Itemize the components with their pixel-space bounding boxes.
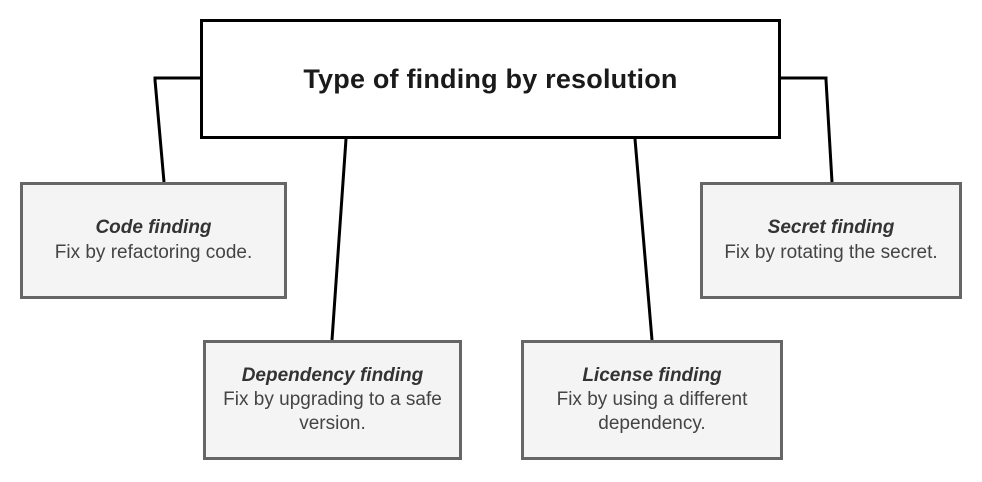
dependency-finding-description: Fix by upgrading to a safe version.: [223, 388, 442, 435]
root-title: Type of finding by resolution: [303, 63, 678, 94]
dependency-finding-title: Dependency finding: [241, 364, 424, 386]
license-finding-description: Fix by using a different dependency.: [556, 388, 748, 435]
code-finding-title: Code finding: [95, 217, 212, 239]
node-root[interactable]: Type of finding by resolution: [200, 19, 781, 139]
secret-finding-title: Secret finding: [767, 217, 895, 239]
secret-finding-description: Fix by rotating the secret.: [724, 241, 938, 263]
connector-root-to-code: [153, 76, 200, 183]
connector-root-to-secret: [781, 76, 834, 183]
node-license-finding[interactable]: License finding Fix by using a different…: [521, 340, 783, 460]
node-code-finding[interactable]: Code finding Fix by refactoring code.: [20, 182, 287, 299]
code-finding-description: Fix by refactoring code.: [54, 241, 253, 263]
connector-root-to-license: [633, 138, 654, 341]
node-secret-finding[interactable]: Secret finding Fix by rotating the secre…: [700, 182, 962, 299]
node-dependency-finding[interactable]: Dependency finding Fix by upgrading to a…: [203, 340, 462, 460]
connector-root-to-dependency: [330, 138, 348, 341]
license-finding-title: License finding: [582, 364, 722, 386]
